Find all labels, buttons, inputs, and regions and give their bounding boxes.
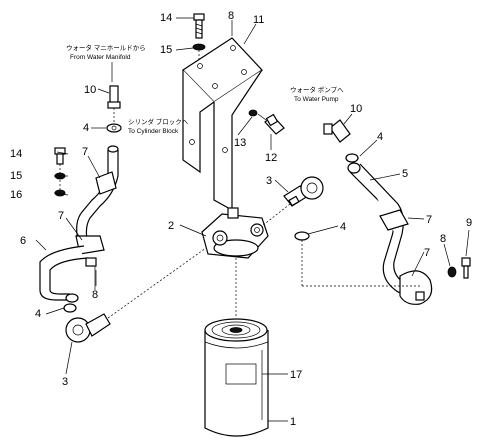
label-10-left: 10 bbox=[84, 84, 96, 96]
gasket-4-upper-left bbox=[106, 123, 122, 133]
gasket-4-mid-right bbox=[294, 231, 310, 241]
callout-water-pump-en: To Water Pump bbox=[294, 96, 339, 103]
label-11: 11 bbox=[253, 14, 264, 26]
fitting-10-right bbox=[323, 119, 351, 143]
label-14-top: 14 bbox=[160, 12, 172, 24]
label-10-right: 10 bbox=[350, 103, 362, 115]
label-4-upper-right: 4 bbox=[377, 131, 383, 143]
callout-water-manifold-en: From Water Manifold bbox=[70, 54, 131, 61]
label-15-left: 15 bbox=[10, 170, 22, 182]
washer-8-right bbox=[447, 266, 457, 278]
label-1: 1 bbox=[290, 416, 296, 428]
label-12: 12 bbox=[265, 152, 277, 164]
label-8-left: 8 bbox=[92, 289, 98, 301]
label-2: 2 bbox=[168, 220, 174, 232]
label-3-upper: 3 bbox=[266, 175, 272, 187]
callout-water-pump-jp: ウォータ ポンプへ bbox=[290, 85, 344, 94]
label-16: 16 bbox=[10, 189, 22, 201]
clamp-7-upper-left bbox=[95, 171, 117, 195]
label-5: 5 bbox=[402, 168, 408, 180]
washer-15-top bbox=[192, 43, 206, 51]
connector-3-upper bbox=[261, 176, 324, 227]
leader-lines bbox=[59, 108, 420, 290]
callout-cylinder-block-en: To Cylinder Block bbox=[128, 128, 179, 135]
callout-leaders bbox=[35, 17, 470, 422]
connector-3-lower bbox=[65, 247, 207, 343]
label-14-left: 14 bbox=[10, 148, 22, 160]
label-13: 13 bbox=[234, 137, 246, 149]
label-6: 6 bbox=[20, 235, 26, 247]
bolt-9 bbox=[461, 257, 471, 279]
callout-water-manifold-jp: ウォータ マニホールドから bbox=[66, 43, 146, 52]
bracket bbox=[182, 37, 263, 212]
label-9: 9 bbox=[466, 217, 472, 229]
label-7-right-lower: 7 bbox=[424, 247, 430, 259]
left-pipe bbox=[39, 145, 119, 303]
gasket-4-lower-left bbox=[63, 303, 77, 313]
label-4-upper-left: 4 bbox=[83, 122, 89, 134]
label-8-right: 8 bbox=[440, 233, 446, 245]
label-15-top: 15 bbox=[160, 44, 172, 56]
right-pipe bbox=[347, 162, 433, 305]
label-7-right-upper: 7 bbox=[426, 214, 432, 226]
label-4-mid-right: 4 bbox=[340, 221, 346, 233]
label-4-lower-left: 4 bbox=[35, 308, 41, 320]
label-7-upper-left: 7 bbox=[82, 146, 88, 158]
fitting-10-left bbox=[107, 85, 121, 109]
washer-16 bbox=[54, 189, 66, 197]
gasket-4-upper-right bbox=[345, 153, 359, 163]
callout-cylinder-block-jp: シリンダ ブロックへ bbox=[128, 117, 189, 126]
bolt-14-left bbox=[54, 147, 66, 165]
filter-cartridge bbox=[204, 318, 269, 437]
filter-head bbox=[201, 207, 269, 318]
label-8-top: 8 bbox=[228, 10, 234, 22]
bolt-14-top bbox=[193, 13, 205, 39]
label-3-lower-left: 3 bbox=[62, 376, 68, 388]
label-7-left: 7 bbox=[58, 210, 64, 222]
label-17: 17 bbox=[290, 369, 302, 381]
bolt-12 bbox=[248, 109, 285, 135]
